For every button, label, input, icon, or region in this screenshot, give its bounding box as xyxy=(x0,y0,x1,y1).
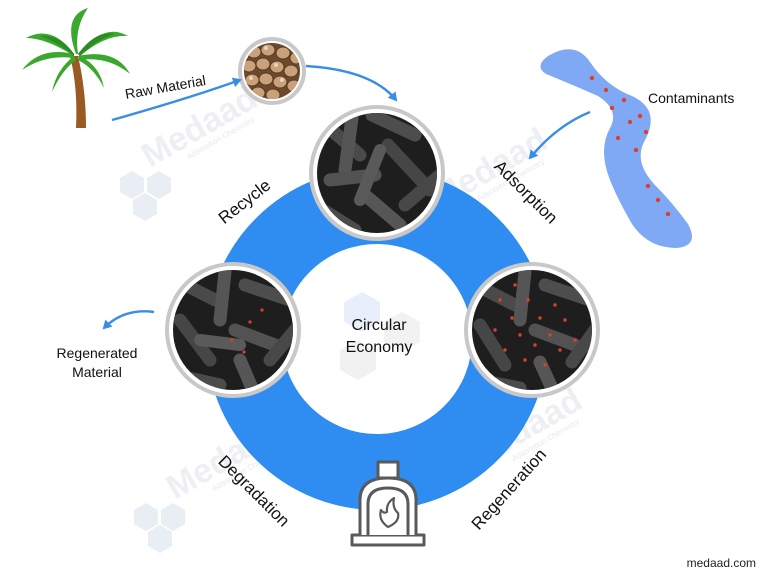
center-label-line2: Economy xyxy=(346,339,413,356)
contaminated-water-icon xyxy=(540,49,692,249)
carbon-left xyxy=(165,262,301,398)
palm-tree-icon xyxy=(22,8,130,128)
arrow-regenerated xyxy=(102,310,155,330)
center-label-line1: Circular xyxy=(351,317,407,334)
contaminants-label: Contaminants xyxy=(648,90,734,106)
watermark-hexagons xyxy=(120,171,185,553)
raw-material-label: Raw Material xyxy=(124,72,207,102)
arrow-raw-material xyxy=(111,77,242,122)
regenerated-label-line1: Regenerated xyxy=(57,345,138,361)
raw-material-icon xyxy=(238,37,306,105)
arrow-contaminants xyxy=(528,110,591,160)
arrow-to-cycle xyxy=(305,64,398,102)
center-hexagons xyxy=(340,292,420,380)
carbon-top xyxy=(309,105,445,241)
carbon-right xyxy=(464,262,600,398)
furnace-icon xyxy=(350,460,426,547)
regenerated-label-line2: Material xyxy=(72,364,122,380)
site-credit: medaad.com xyxy=(687,556,756,570)
